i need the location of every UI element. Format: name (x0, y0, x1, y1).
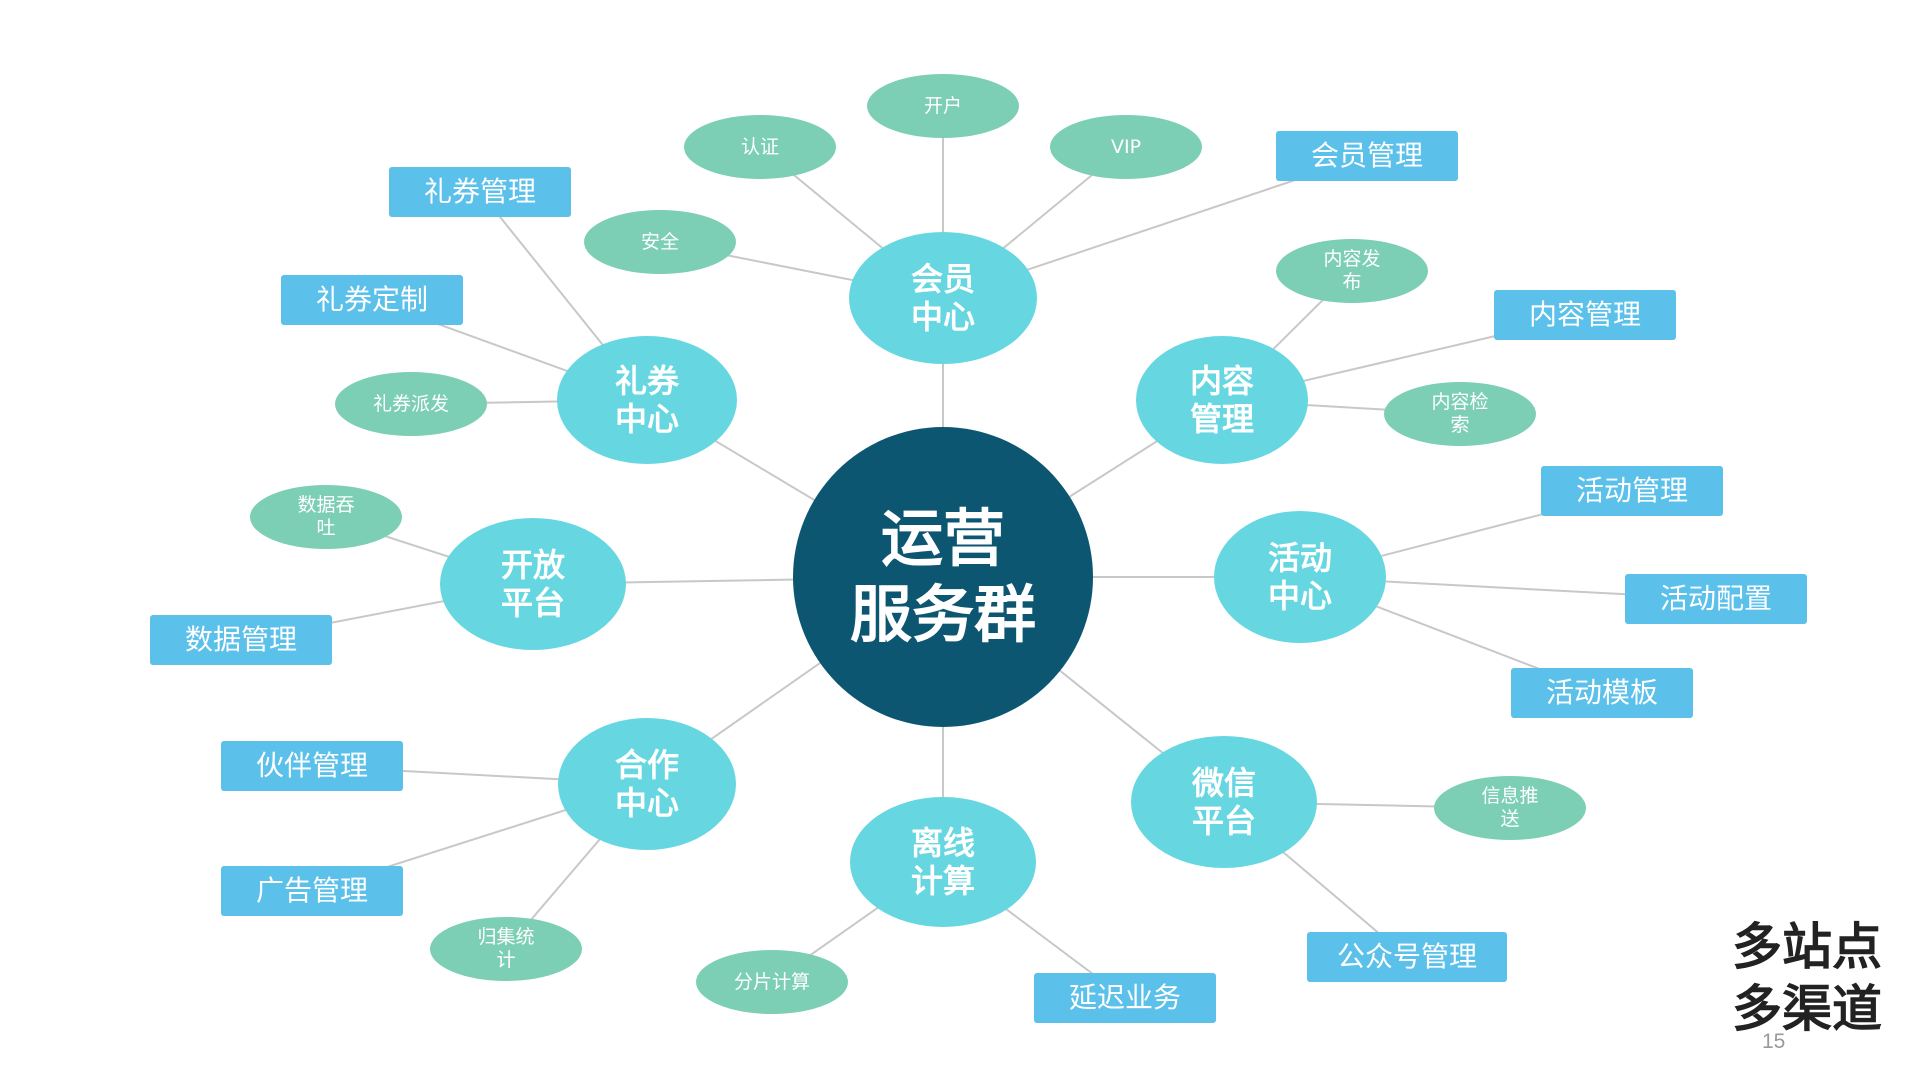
box-activity-management: 活动管理 (1541, 466, 1723, 516)
box-coupon-management: 礼券管理 (389, 167, 571, 217)
leaf-auth: 认证 (684, 115, 836, 179)
leaf-info-push: 信息推 送 (1434, 776, 1586, 840)
hub-offline-computing: 离线 计算 (850, 797, 1036, 927)
box-partner-management: 伙伴管理 (221, 741, 403, 791)
hub-content-management: 内容 管理 (1136, 336, 1308, 464)
box-official-account-management: 公众号管理 (1307, 932, 1507, 982)
hub-partner-center: 合作 中心 (558, 718, 736, 850)
box-coupon-customization: 礼券定制 (281, 275, 463, 325)
leaf-content-search: 内容检 索 (1384, 382, 1536, 446)
hub-open-platform: 开放 平台 (440, 518, 626, 650)
leaf-open-account: 开户 (867, 74, 1019, 138)
corner-title: 多站点 多渠道 (1732, 918, 1882, 1038)
leaf-vip: VIP (1050, 115, 1202, 179)
box-data-management: 数据管理 (150, 615, 332, 665)
page-number: 15 (1762, 1030, 1786, 1053)
hub-activity-center: 活动 中心 (1214, 511, 1386, 643)
hub-member-center: 会员 中心 (849, 232, 1037, 364)
box-ad-management: 广告管理 (221, 866, 403, 916)
leaf-security: 安全 (584, 210, 736, 274)
leaf-coupon-dispatch: 礼券派发 (335, 372, 487, 436)
box-activity-template: 活动模板 (1511, 668, 1693, 718)
leaf-data-throughput: 数据吞 吐 (250, 485, 402, 549)
leaf-shard-compute: 分片计算 (696, 950, 848, 1014)
hub-wechat-platform: 微信 平台 (1131, 736, 1317, 868)
box-delayed-business: 延迟业务 (1034, 973, 1216, 1023)
box-member-management: 会员管理 (1276, 131, 1458, 181)
hub-coupon-center: 礼券 中心 (557, 336, 737, 464)
leaf-content-publish: 内容发 布 (1276, 239, 1428, 303)
leaf-collect-stats: 归集统 计 (430, 917, 582, 981)
center-node: 运营 服务群 (793, 427, 1093, 727)
box-activity-config: 活动配置 (1625, 574, 1807, 624)
box-content-management: 内容管理 (1494, 290, 1676, 340)
